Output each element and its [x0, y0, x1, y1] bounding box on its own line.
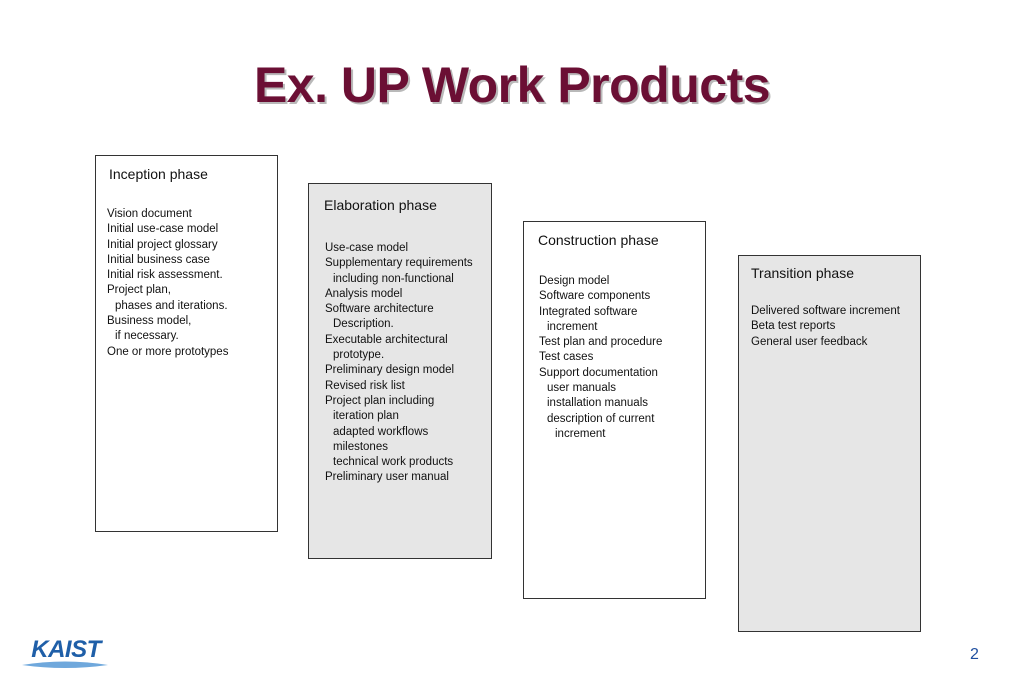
- list-item: Vision document: [107, 208, 192, 220]
- construction-phase-box: Construction phase Design model Software…: [523, 221, 706, 599]
- work-product-list: Delivered software increment Beta test r…: [751, 304, 900, 350]
- phase-title: Transition phase: [751, 265, 854, 281]
- list-item: Revised risk list: [325, 379, 405, 392]
- phase-title: Elaboration phase: [324, 197, 437, 213]
- transition-phase-box: Transition phase Delivered software incr…: [738, 255, 921, 632]
- list-item: Preliminary design model: [325, 364, 455, 377]
- list-item: Delivered software increment: [751, 305, 900, 317]
- work-product-list: Use-case model Supplementary requirement…: [325, 241, 473, 486]
- inception-phase-box: Inception phase Vision document Initial …: [95, 155, 278, 532]
- list-item: General user feedback: [751, 335, 868, 348]
- list-item: user manuals: [547, 382, 617, 395]
- logo-swoosh-icon: [22, 661, 108, 668]
- list-item: Initial business case: [107, 253, 210, 266]
- list-item: One or more prototypes: [107, 345, 229, 358]
- list-item: Project plan,: [107, 284, 171, 297]
- list-item: Design model: [539, 275, 610, 287]
- list-item: technical work products: [333, 456, 454, 469]
- list-item: Software components: [539, 290, 651, 303]
- list-item: Test cases: [539, 351, 594, 364]
- phase-title: Construction phase: [538, 232, 659, 248]
- list-item: increment: [555, 427, 606, 440]
- list-item: installation manuals: [547, 397, 649, 410]
- work-product-list: Vision document Initial use-case model I…: [107, 207, 228, 360]
- list-item: Project plan including: [325, 394, 435, 407]
- list-item: Supplementary requirements: [325, 257, 473, 270]
- list-item: including non-functional: [333, 272, 454, 285]
- list-item: Initial use-case model: [107, 223, 219, 236]
- list-item: Initial project glossary: [107, 238, 218, 251]
- list-item: Preliminary user manual: [325, 471, 449, 484]
- list-item: prototype.: [333, 349, 385, 362]
- list-item: adapted workflows: [333, 425, 429, 438]
- elaboration-phase-box: Elaboration phase Use-case model Supplem…: [308, 183, 492, 559]
- list-item: milestones: [333, 440, 388, 453]
- list-item: Executable architectural: [325, 333, 448, 346]
- list-item: iteration plan: [333, 410, 399, 423]
- list-item: phases and iterations.: [115, 299, 228, 312]
- list-item: Use-case model: [325, 242, 409, 254]
- page-number: 2: [970, 646, 979, 663]
- list-item: Support documentation: [539, 366, 658, 379]
- list-item: Beta test reports: [751, 320, 836, 333]
- list-item: Integrated software: [539, 305, 638, 318]
- list-item: description of current: [547, 412, 655, 425]
- work-product-list: Design model Software components Integra…: [539, 274, 662, 442]
- list-item: Business model,: [107, 315, 192, 328]
- list-item: Initial risk assessment.: [107, 269, 223, 282]
- page-title: Ex. UP Work Products: [253, 57, 771, 113]
- list-item: Description.: [333, 318, 394, 331]
- phase-title: Inception phase: [109, 166, 208, 182]
- list-item: Analysis model: [325, 287, 403, 300]
- logo-text: KAIST: [31, 636, 101, 663]
- list-item: Test plan and procedure: [539, 336, 663, 349]
- list-item: if necessary.: [115, 330, 179, 343]
- list-item: increment: [547, 320, 598, 333]
- kaist-logo: KAIST: [18, 632, 114, 672]
- list-item: Software architecture: [325, 303, 434, 316]
